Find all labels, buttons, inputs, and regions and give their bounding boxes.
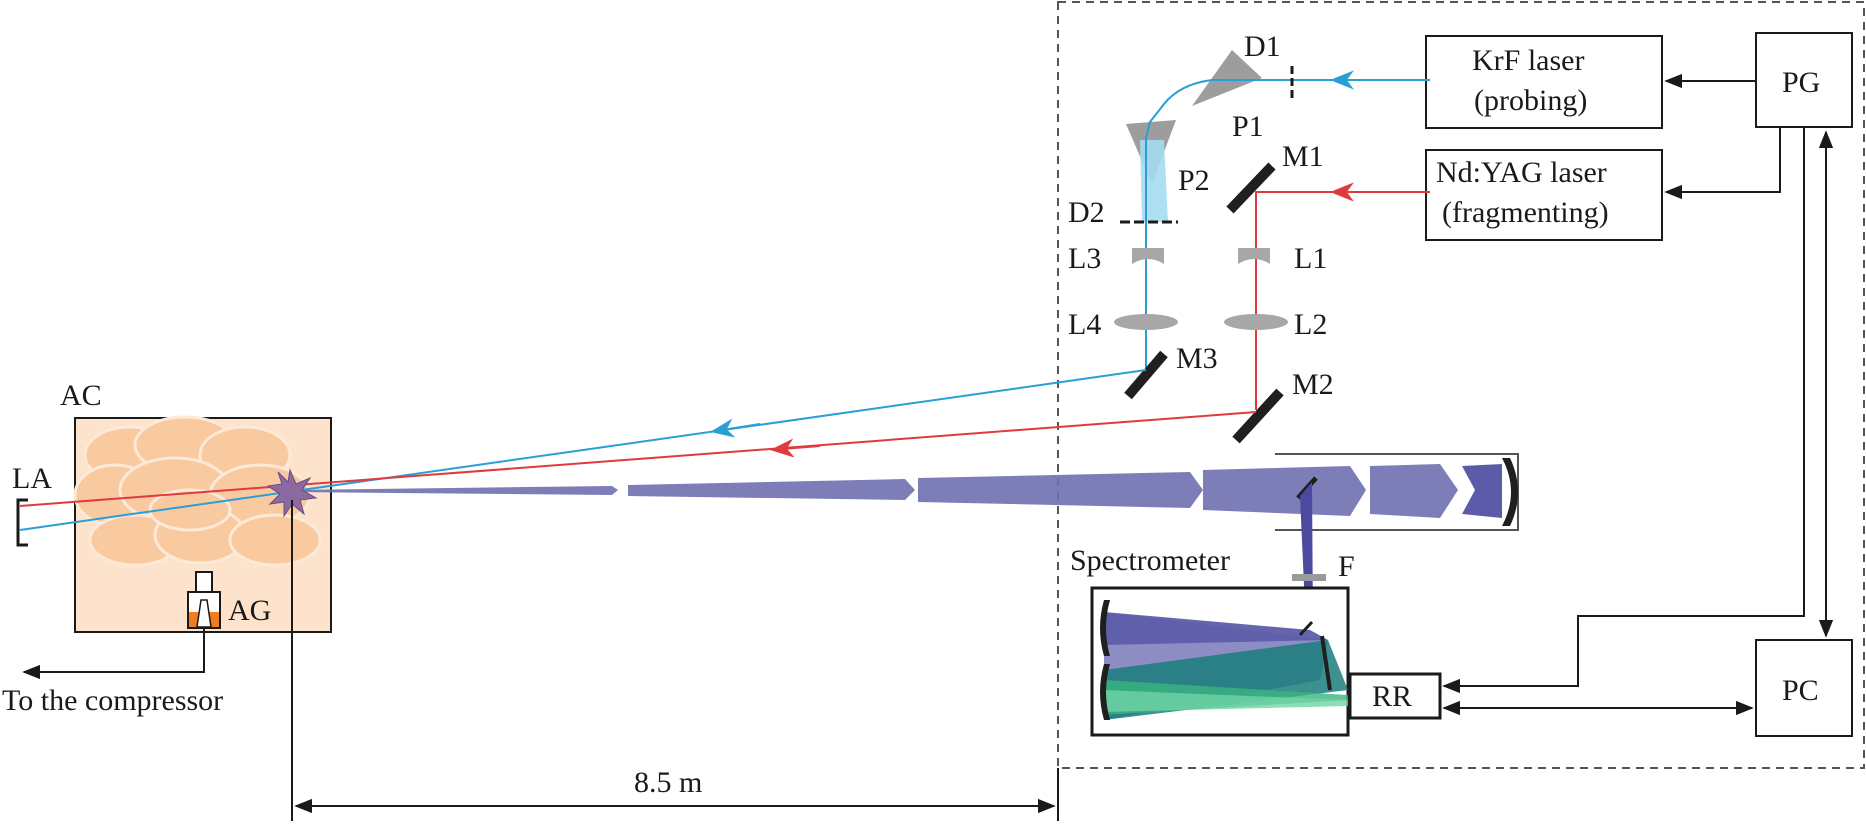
mirror-m2 xyxy=(1232,388,1284,444)
label-f: F xyxy=(1338,550,1355,583)
rr-box xyxy=(1348,672,1442,720)
ndyag-laser-box xyxy=(1425,149,1663,241)
fragment-beam-arrow xyxy=(770,438,821,458)
label-l3: L3 xyxy=(1068,242,1101,275)
label-spectrometer: Spectrometer xyxy=(1070,544,1230,577)
telescope-primary-mirror xyxy=(1502,458,1518,526)
probe-beam-upper xyxy=(1145,79,1430,368)
label-compressor: To the compressor xyxy=(2,684,223,717)
label-pc: PC xyxy=(1782,674,1819,707)
label-ag: AG xyxy=(228,594,271,627)
atmospheric-chamber: AG AC xyxy=(60,379,332,633)
probe-expanded-beam xyxy=(1140,140,1168,222)
probe-beam-arrow xyxy=(710,418,761,438)
pg-to-ndyag xyxy=(1664,127,1781,200)
setup-enclosure xyxy=(1057,1,1865,769)
spectrometer xyxy=(1090,586,1350,737)
label-d1: D1 xyxy=(1244,30,1281,63)
label-m3: M3 xyxy=(1176,342,1218,375)
lens-l2 xyxy=(1224,314,1288,330)
label-l4: L4 xyxy=(1068,308,1101,341)
label-m2: M2 xyxy=(1292,368,1334,401)
lens-l3 xyxy=(1132,248,1164,264)
return-cone xyxy=(292,464,1502,518)
label-p2: P2 xyxy=(1178,164,1210,197)
filter-f xyxy=(1292,574,1326,581)
interaction-star xyxy=(266,468,318,518)
label-l2: L2 xyxy=(1294,308,1327,341)
label-p1: P1 xyxy=(1232,110,1264,143)
label-ac: AC xyxy=(60,379,102,412)
compressor-line xyxy=(22,628,205,680)
label-pg: PG xyxy=(1782,66,1820,99)
fragment-beam-outgoing xyxy=(19,411,1257,507)
la-bracket xyxy=(16,498,28,547)
krf-laser-box xyxy=(1425,35,1663,129)
mirror-m1 xyxy=(1226,162,1276,214)
probe-beam-outgoing xyxy=(19,369,1147,531)
pc-box xyxy=(1755,639,1853,737)
label-krf-line1: KrF laser xyxy=(1472,44,1584,77)
label-d2: D2 xyxy=(1068,196,1105,229)
pg-to-rr xyxy=(1442,127,1805,694)
fragment-beam-upper xyxy=(1255,191,1430,410)
aerosol-cloud xyxy=(73,415,322,567)
mirror-m3 xyxy=(1124,350,1168,400)
label-ndyag-line1: Nd:YAG laser xyxy=(1436,156,1607,189)
lens-l1 xyxy=(1238,248,1270,264)
label-distance: 8.5 m xyxy=(634,766,702,799)
lens-l4 xyxy=(1114,314,1178,330)
aerosol-generator xyxy=(187,571,221,629)
label-la: LA xyxy=(12,462,52,495)
label-rr: RR xyxy=(1372,680,1412,713)
label-ndyag-line2: (fragmenting) xyxy=(1442,196,1609,229)
prism-p1 xyxy=(1192,50,1262,106)
label-m1: M1 xyxy=(1282,140,1324,173)
label-l1: L1 xyxy=(1294,242,1327,275)
label-krf-line2: (probing) xyxy=(1474,84,1587,117)
